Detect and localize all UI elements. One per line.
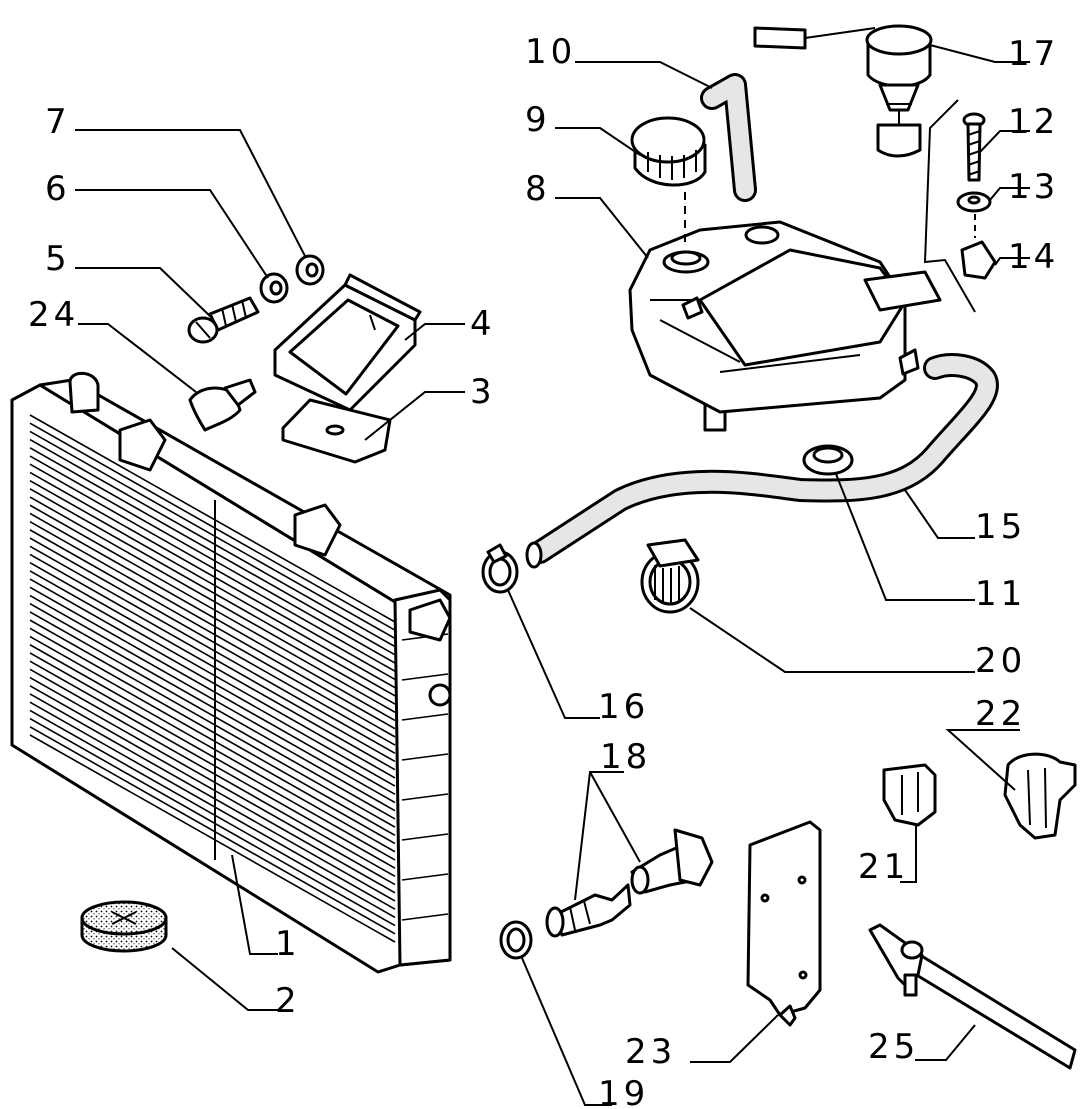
leader-lines <box>75 44 1030 1106</box>
clip-part <box>188 378 257 432</box>
callout-18: 18 <box>600 737 651 777</box>
callout-4: 4 <box>470 304 496 344</box>
callout-23: 23 <box>625 1032 676 1072</box>
clip-small-part <box>882 763 937 827</box>
callout-22: 22 <box>975 694 1026 734</box>
cable-tie-part <box>868 923 1077 1070</box>
hose-clamp-small-part <box>481 543 519 594</box>
level-sensor-part <box>753 24 933 158</box>
callout-5: 5 <box>45 239 71 279</box>
o-ring-part <box>499 920 533 960</box>
callout-7: 7 <box>45 102 71 142</box>
radiator-part <box>10 371 452 974</box>
callout-17: 17 <box>1008 34 1059 74</box>
fitting-adapter-part <box>545 828 714 938</box>
small-hose-part <box>700 73 757 202</box>
callout-14: 14 <box>1008 237 1059 277</box>
callout-25: 25 <box>868 1027 919 1067</box>
callout-15: 15 <box>975 507 1026 547</box>
callout-10: 10 <box>525 32 576 72</box>
support-plate-part <box>746 820 822 1027</box>
washer-part <box>259 272 289 304</box>
callout-1: 1 <box>275 924 301 964</box>
expansion-tank-part <box>628 220 942 432</box>
radiator-fins <box>29 414 449 943</box>
callout-13: 13 <box>1008 167 1059 207</box>
grommet-part <box>802 444 854 476</box>
filler-cap-part <box>630 116 707 245</box>
coolant-hose-part <box>525 353 999 569</box>
mounting-bracket-part <box>273 273 422 412</box>
nut-part <box>295 254 325 286</box>
screw-part <box>962 112 986 182</box>
worm-clamp-part <box>640 538 700 614</box>
rubber-pad-part <box>80 900 168 953</box>
callout-labels: 1 2 3 4 5 6 7 8 9 10 11 12 13 14 15 16 1… <box>28 32 1059 1109</box>
callout-11: 11 <box>975 574 1026 614</box>
clip-large-part <box>1003 752 1077 840</box>
callout-8: 8 <box>525 169 551 209</box>
callout-12: 12 <box>1008 102 1059 142</box>
callout-3: 3 <box>470 372 496 412</box>
callout-24: 24 <box>28 295 79 335</box>
callout-6: 6 <box>45 169 71 209</box>
callout-19: 19 <box>598 1074 649 1109</box>
bolt-part <box>187 296 260 344</box>
callout-20: 20 <box>975 641 1026 681</box>
callout-16: 16 <box>598 687 649 727</box>
clip-nut-part <box>960 214 997 280</box>
callout-21: 21 <box>858 847 909 887</box>
washer-small-part <box>956 191 992 213</box>
callout-9: 9 <box>525 100 551 140</box>
mounting-pad-part <box>281 398 392 464</box>
callout-2: 2 <box>275 981 301 1021</box>
